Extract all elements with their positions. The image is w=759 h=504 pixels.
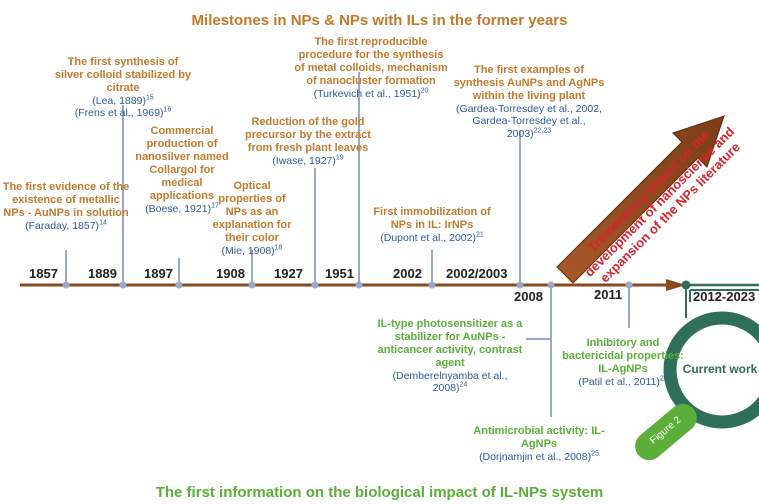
event-reference: (Boese, 1921) bbox=[145, 202, 212, 215]
event-heading: The first examples of synthesis AuNPs an… bbox=[453, 64, 605, 102]
event-2002: First immobilization of NPs in IL: IrNPs… bbox=[362, 206, 502, 244]
current-work-label: Current work bbox=[682, 362, 758, 376]
reference-number: 15 bbox=[145, 94, 154, 102]
event-1889: The first synthesis of silver colloid st… bbox=[52, 56, 194, 120]
timeline-dots bbox=[62, 281, 633, 289]
event-heading: Commercial production of nanosilver name… bbox=[135, 125, 229, 202]
event-reference: (Frens et al., 1969) bbox=[74, 107, 164, 120]
reference-number: 16 bbox=[163, 106, 172, 114]
reference-number: 26 bbox=[659, 375, 668, 383]
current-dot bbox=[681, 280, 691, 290]
reference-number: 18 bbox=[274, 244, 283, 252]
diagram-bottom-title: The first information on the biological … bbox=[155, 484, 604, 501]
event-reference: (Dupont et al., 2002) bbox=[380, 231, 476, 244]
event-heading: Optical properties of NPs as an explanat… bbox=[212, 180, 292, 244]
magnifier-icon bbox=[635, 311, 759, 461]
event-reference: (Demberelnyamba et al., 2008) bbox=[392, 369, 508, 395]
event-heading: The first reproducible procedure for the… bbox=[294, 36, 448, 87]
event-2008-photosensitizer: IL-type photosensitizer as a stabilizer … bbox=[376, 318, 524, 395]
year-label-2002: 2002 bbox=[393, 266, 422, 281]
reference-number: 20 bbox=[420, 87, 429, 95]
event-heading: Reduction of the gold precursor by the e… bbox=[245, 116, 371, 154]
event-reference: (Mie, 1908) bbox=[221, 244, 275, 257]
reference-number: 19 bbox=[335, 154, 344, 162]
event-1927: Reduction of the gold precursor by the e… bbox=[244, 116, 372, 167]
event-heading: Antimicrobial activity: IL-AgNPs bbox=[473, 425, 605, 450]
year-label-1857: 1857 bbox=[29, 266, 58, 281]
event-reference: (Iwase, 1927) bbox=[272, 154, 336, 167]
event-reference: Gardea-Torresdey et al., 2003) bbox=[472, 115, 586, 140]
year-label-2008: 2008 bbox=[514, 289, 543, 304]
event-heading: IL-type photosensitizer as a stabilizer … bbox=[377, 318, 523, 369]
year-label-2012-2023: 2012-2023 bbox=[693, 289, 756, 304]
event-2002-2003: The first examples of synthesis AuNPs an… bbox=[450, 64, 608, 140]
year-label-2002-2003: 2002/2003 bbox=[446, 266, 508, 281]
reference-number: 24 bbox=[459, 381, 468, 389]
event-reference: (Lea, 1889) bbox=[92, 94, 146, 107]
reference-number: 25 bbox=[591, 450, 599, 458]
event-heading: First immobilization of NPs in IL: IrNPs bbox=[373, 206, 491, 231]
year-label-1951: 1951 bbox=[325, 266, 354, 281]
timeline-axis bbox=[20, 279, 759, 291]
reference-number: 17 bbox=[211, 202, 219, 210]
event-reference: (Faraday, 1857) bbox=[25, 219, 100, 232]
event-1897: Commercial production of nanosilver name… bbox=[128, 125, 236, 215]
event-heading: The first synthesis of silver colloid st… bbox=[54, 56, 192, 94]
year-label-1908: 1908 bbox=[216, 266, 245, 281]
event-reference: (Gardea-Torresdey et al., 2002, bbox=[456, 102, 602, 115]
event-heading: Inhibitory and bactericidal properties: … bbox=[562, 337, 684, 375]
year-label-2011: 2011 bbox=[594, 287, 623, 302]
event-reference: (Turkevich et al., 1951) bbox=[313, 87, 421, 100]
event-1857: The first evidence of the existence of m… bbox=[2, 181, 130, 232]
reference-number: 14 bbox=[99, 219, 107, 227]
impact-arrow bbox=[556, 115, 725, 284]
event-2011: Inhibitory and bactericidal properties: … bbox=[560, 337, 686, 388]
event-2008-antimicrobial: Antimicrobial activity: IL-AgNPs (Dorjna… bbox=[462, 425, 616, 463]
event-reference: (Patil et al., 2011) bbox=[578, 375, 660, 388]
reference-number: 21 bbox=[475, 231, 484, 239]
reference-number: 22,23 bbox=[533, 127, 552, 135]
diagram-title: Milestones in NPs & NPs with ILs in the … bbox=[191, 12, 568, 29]
event-reference: (Dorjnamjin et al., 2008) bbox=[479, 450, 592, 463]
event-heading: The first evidence of the existence of m… bbox=[2, 181, 130, 219]
year-label-1889: 1889 bbox=[88, 266, 117, 281]
year-label-1927: 1927 bbox=[274, 266, 303, 281]
connector-lines bbox=[65, 72, 630, 417]
event-1908: Optical properties of NPs as an explanat… bbox=[208, 180, 296, 257]
year-label-1897: 1897 bbox=[144, 266, 173, 281]
event-1951: The first reproducible procedure for the… bbox=[294, 36, 448, 100]
